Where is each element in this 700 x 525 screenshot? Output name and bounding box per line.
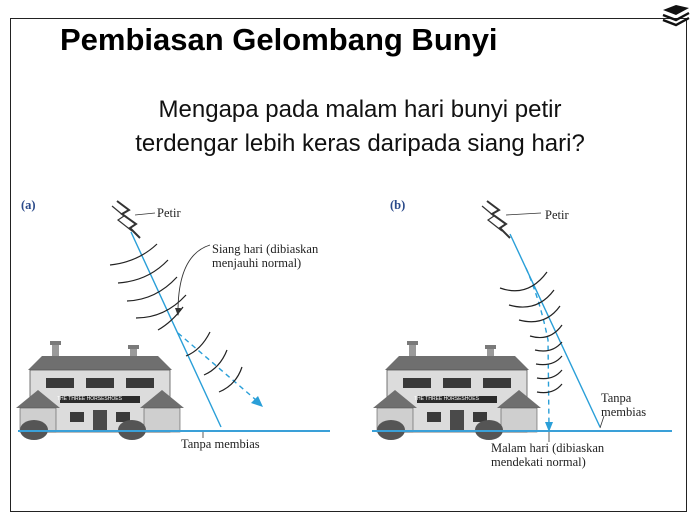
tanpa-label-b-line2: membias bbox=[601, 405, 646, 419]
wavefronts-b bbox=[499, 271, 563, 394]
refracted-ray-b bbox=[525, 267, 550, 428]
siang-label-line1: Siang hari (dibiaskan bbox=[212, 242, 319, 256]
question-line-2: terdengar lebih keras daripada siang har… bbox=[135, 130, 585, 157]
panel-b: (b) THE THREE HORSESHOES Petir Tanpa bbox=[372, 198, 672, 469]
slide-frame bbox=[10, 18, 687, 512]
tanpa-label-a: Tanpa membias bbox=[181, 437, 260, 451]
inn-building-icon bbox=[15, 340, 185, 441]
lightning-bolt-icon bbox=[116, 200, 141, 239]
petir-label-a: Petir bbox=[157, 206, 181, 220]
slide-question: Mengapa pada malam hari bunyi petir terd… bbox=[60, 93, 660, 161]
ray-arrowhead-b bbox=[545, 422, 553, 432]
wavefronts-a bbox=[109, 243, 243, 393]
lightning-bolt-icon bbox=[486, 200, 511, 239]
inn-sign-b: THE THREE HORSESHOES bbox=[414, 396, 480, 402]
stacked-books-icon bbox=[662, 5, 690, 27]
inn-sign-a: THE THREE HORSESHOES bbox=[57, 396, 123, 402]
siang-label-line2: menjauhi normal) bbox=[212, 256, 301, 270]
question-line-1: Mengapa pada malam hari bunyi petir bbox=[158, 96, 562, 123]
unrefracted-ray-a bbox=[130, 231, 222, 428]
panel-b-tag: (b) bbox=[390, 198, 405, 212]
malam-label-line2: mendekati normal) bbox=[491, 455, 586, 469]
slide-title: Pembiasan Gelombang Bunyi bbox=[60, 22, 498, 57]
inn-building-icon bbox=[372, 340, 542, 441]
tanpa-label-b-line1: Tanpa bbox=[601, 391, 632, 405]
petir-label-b: Petir bbox=[545, 208, 569, 222]
unrefracted-ray-b bbox=[509, 233, 601, 428]
malam-label-line1: Malam hari (dibiaskan bbox=[491, 441, 605, 455]
refracted-ray-a bbox=[177, 332, 257, 401]
panel-a: (a) THE THREE HORSESHOES Petir bbox=[15, 198, 330, 451]
panel-a-tag: (a) bbox=[21, 198, 36, 212]
ray-arrowhead-a bbox=[251, 396, 263, 407]
